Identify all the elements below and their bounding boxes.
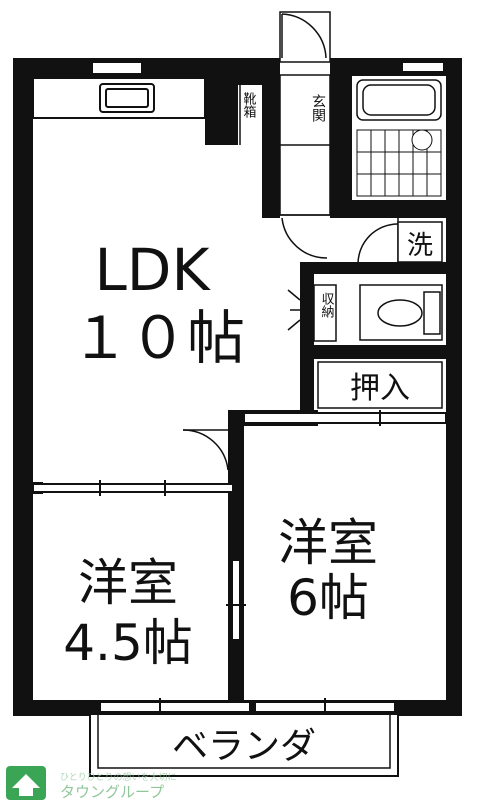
sink-icon (99, 83, 155, 113)
logo-company: タウングループ (60, 783, 164, 801)
entrance-label: 玄関 (310, 93, 326, 123)
closet-label: 押入 (350, 371, 410, 406)
bathtub-icon (356, 79, 442, 121)
closet-box (317, 361, 443, 409)
logo: ひとりひとりの想いを大切に タウングループ (6, 766, 176, 801)
logo-tagline: ひとりひとりの想いを大切に (60, 771, 176, 783)
western-45-name: 洋室 (78, 554, 178, 612)
western-6-size: 6帖 (287, 569, 369, 627)
toilet-door (287, 284, 337, 342)
washer-label: 洗 (407, 231, 433, 261)
entrance-door (239, 11, 331, 259)
western-45-size: 4.5帖 (63, 614, 193, 672)
balcony-label: ベランダ (172, 726, 316, 767)
bath-floor-tiles (356, 129, 442, 197)
ldk-size: １０帖 (71, 304, 245, 372)
bedroom-door (182, 429, 229, 471)
washer-box (397, 221, 443, 263)
balcony-outline (89, 713, 399, 777)
storage-shelf-label: 収納 (319, 292, 335, 319)
washroom-door (357, 218, 399, 265)
windows (32, 61, 447, 716)
western-6-name: 洋室 (278, 514, 378, 572)
shoe-storage-label: 靴箱 (241, 92, 257, 118)
toilet-icon (359, 284, 443, 341)
ldk-name: LDK (94, 236, 211, 304)
